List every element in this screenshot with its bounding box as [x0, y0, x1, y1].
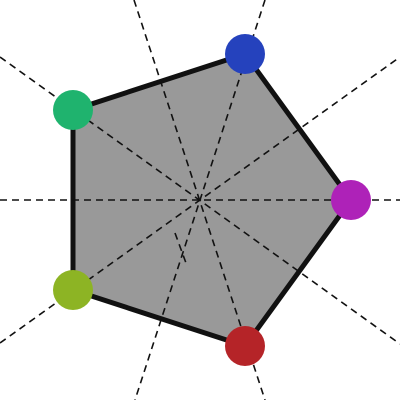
vertex-marker-purple — [331, 180, 371, 220]
vertex-marker-red — [225, 326, 265, 366]
dashed-line-olive-vertex-perpendicular — [174, 232, 187, 264]
vertex-markers-group — [53, 34, 371, 366]
vertex-marker-olive — [53, 270, 93, 310]
vertex-marker-blue — [225, 34, 265, 74]
vertex-marker-green — [53, 90, 93, 130]
